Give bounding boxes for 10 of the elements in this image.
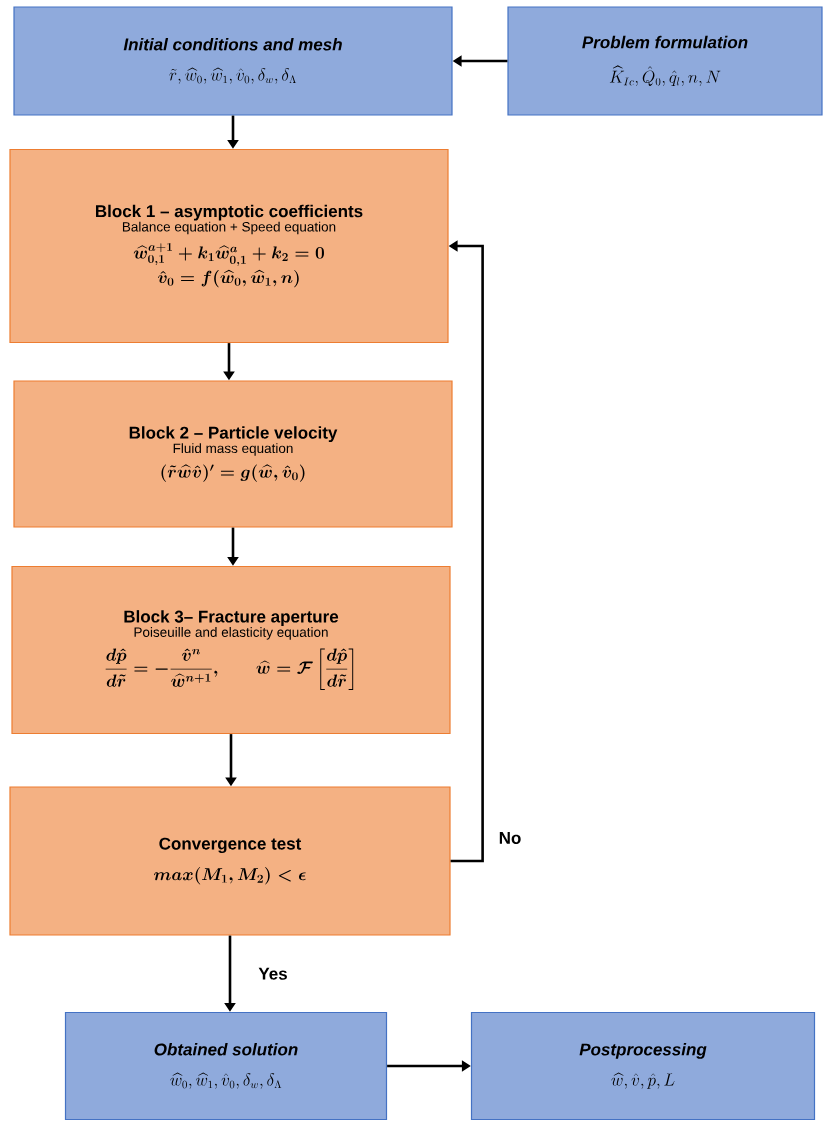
process-box: Initial conditions and mesh $\tilde{r}, \widehat{w}_0, \widehat{w}_1, \hat{v}_0, \delta_w, \delta_\Lambda$ bbox=[13, 6, 453, 116]
process-box: Problem formulation $\widehat{K}_{Ic}, \hat{Q}_0, \hat{q}_l, n, N$ bbox=[507, 6, 823, 116]
process-box: Postprocessing $\widehat{w}, \hat{v}, \hat{p}, L$ bbox=[470, 1011, 816, 1121]
process-box: Convergence test $max(M_1, M_2) < \epsilon$ bbox=[9, 786, 451, 936]
process-box: Block 3– Fracture aperture Poiseuille and elasticity equation $\frac{d\hat{p}}{d\tilde{r}} = -\frac{\hat{v}^n}{\widehat{w}^{n+1}}, \qquad \widehat{w} = \mathcal{F}\left[\frac{d\hat{p}}{d\tilde{r}}\right]$ bbox=[11, 565, 451, 735]
process-box: Obtained solution $\widehat{w}_0, \widehat{w}_1, \hat{v}_0, \delta_w, \delta_\Lambda$ bbox=[64, 1011, 388, 1121]
process-box: Block 1 – asymptotic coefficients Balance equation + Speed equation $\widehat{w}_{0,1}^{a+1} + k_1 \widehat{w}_{0,1}^{a} + k_2 = 0$ $\hat{v}_0 = f(\widehat{w}_0, \widehat{w}_1, n)$ bbox=[9, 148, 449, 344]
process-box: Block 2 – Particle velocity Fluid mass equation $(\tilde{r}\widehat{w}\hat{v})' = g(\widehat{w}, \hat{v}_0)$ bbox=[13, 380, 453, 528]
edge-label: Yes bbox=[256, 965, 290, 982]
edge-label: No bbox=[496, 830, 524, 846]
